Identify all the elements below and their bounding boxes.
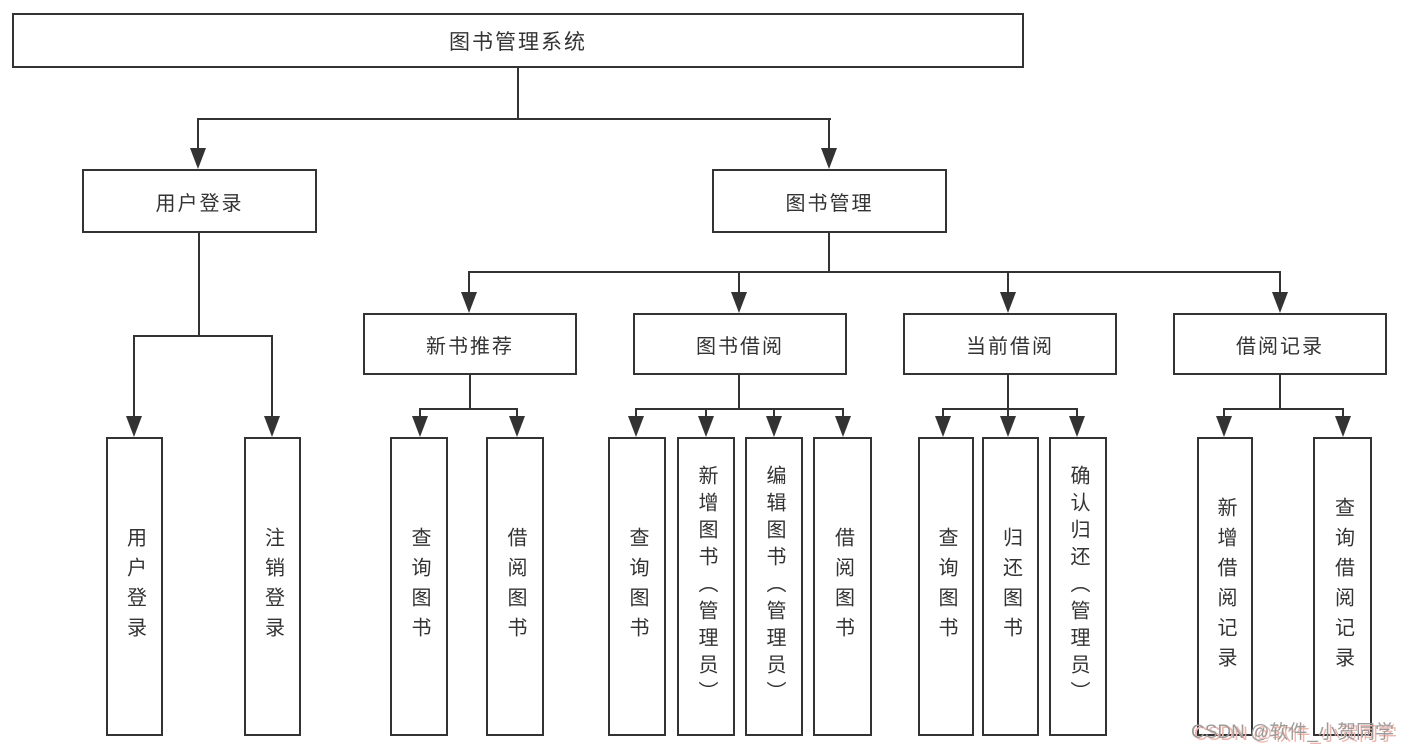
- node-current-borrow: 当前借阅: [903, 313, 1117, 375]
- connector-bb-hbar: [635, 408, 844, 410]
- arrow-rec-borrow: [509, 416, 525, 437]
- leaf-bb-borrow-label: 借阅图书: [831, 526, 854, 647]
- leaf-cb-query: 查询图书: [918, 437, 974, 736]
- node-book-borrow: 图书借阅: [633, 313, 847, 375]
- leaf-bb-add: 新增图书（管理员）: [677, 437, 735, 736]
- arrow-leaf-userlogin: [126, 416, 142, 437]
- node-book-mgmt-label: 图书管理: [785, 192, 874, 215]
- leaf-bb-edit-label: 编辑图书（管理员）: [763, 465, 785, 708]
- node-root-label: 图书管理系统: [449, 30, 587, 54]
- connector-cb-hbar: [942, 408, 1078, 410]
- arrow-cb-confirm: [1069, 416, 1085, 437]
- leaf-cb-confirm-label: 确认归还（管理员）: [1067, 465, 1089, 708]
- arrow-leaf-logout: [264, 416, 280, 437]
- arrow-cb-query: [935, 416, 951, 437]
- connector-recborrow-stem: [516, 408, 518, 418]
- leaf-cb-query-label: 查询图书: [935, 526, 957, 647]
- connector-newrec-down: [469, 375, 471, 410]
- connector-mgmt-stem: [828, 118, 830, 149]
- connector-br-down: [1279, 375, 1281, 410]
- leaf-rec-query: 查询图书: [390, 437, 448, 736]
- connector-root-hbar: [197, 118, 831, 120]
- connector-cb-down: [1007, 375, 1009, 410]
- arrow-bb-query: [628, 416, 644, 437]
- arrow-rec-query: [412, 416, 428, 437]
- connector-records-stem: [1279, 271, 1281, 293]
- arrow-bb-add: [698, 416, 714, 437]
- leaf-logout: 注销登录: [244, 437, 301, 736]
- leaf-rec-borrow: 借阅图书: [486, 437, 544, 736]
- connector-mgmt-hbar: [468, 271, 1281, 273]
- connector-current-stem: [1007, 271, 1009, 293]
- connector-cbquery-stem: [942, 408, 944, 418]
- node-book-borrow-label: 图书借阅: [696, 335, 784, 358]
- connector-newrec-hbar: [419, 408, 518, 410]
- leaf-logout-label: 注销登录: [261, 526, 284, 647]
- connector-bradd-stem: [1223, 408, 1225, 418]
- arrow-bb-edit: [766, 416, 782, 437]
- leaf-user-login-label: 用户登录: [123, 526, 146, 647]
- arrow-bb-borrow: [835, 416, 851, 437]
- connector-bbquery-stem: [635, 408, 637, 418]
- leaf-bb-add-label: 新增图书（管理员）: [695, 465, 717, 708]
- connector-brquery-stem: [1342, 408, 1344, 418]
- node-new-rec-label: 新书推荐: [426, 335, 514, 358]
- connector-br-hbar: [1223, 408, 1344, 410]
- leaf-user-login: 用户登录: [106, 437, 163, 736]
- connector-newrec-stem: [468, 271, 470, 293]
- leaf-bb-query: 查询图书: [608, 437, 666, 736]
- leaf-br-add: 新增借阅记录: [1197, 437, 1253, 736]
- connector-recquery-stem: [419, 408, 421, 418]
- connector-bbadd-stem: [705, 408, 707, 418]
- leaf-cb-return-label: 归还图书: [999, 526, 1022, 647]
- leaf-rec-borrow-label: 借阅图书: [504, 526, 526, 647]
- arrow-borrow-records: [1272, 292, 1288, 313]
- arrow-user-login: [190, 148, 206, 169]
- node-user-login: 用户登录: [82, 169, 317, 233]
- leaf-br-add-label: 新增借阅记录: [1214, 496, 1236, 677]
- node-user-login-label: 用户登录: [155, 192, 244, 215]
- connector-user-down: [198, 233, 200, 336]
- leaf-cb-return: 归还图书: [982, 437, 1039, 736]
- connector-user-stem: [197, 118, 199, 149]
- arrow-br-query: [1335, 416, 1351, 437]
- connector-cbconfirm-stem: [1076, 408, 1078, 418]
- leaf-br-query-label: 查询借阅记录: [1331, 496, 1354, 677]
- connector-leaf-logout-stem: [271, 335, 273, 417]
- leaf-cb-confirm: 确认归还（管理员）: [1049, 437, 1107, 736]
- leaf-bb-query-label: 查询图书: [626, 526, 648, 647]
- arrow-current-borrow: [1000, 292, 1016, 313]
- node-book-mgmt: 图书管理: [712, 169, 947, 233]
- leaf-br-query: 查询借阅记录: [1313, 437, 1372, 736]
- leaf-rec-query-label: 查询图书: [408, 526, 430, 647]
- arrow-book-mgmt: [821, 148, 837, 169]
- arrow-new-rec: [461, 292, 477, 313]
- node-current-borrow-label: 当前借阅: [966, 335, 1054, 358]
- leaf-bb-borrow: 借阅图书: [813, 437, 872, 736]
- connector-user-hbar: [133, 335, 273, 337]
- connector-mgmt-down: [828, 233, 830, 272]
- node-borrow-records-label: 借阅记录: [1236, 335, 1324, 358]
- arrow-cb-return: [1000, 416, 1016, 437]
- connector-bbedit-stem: [773, 408, 775, 418]
- connector-bbborrow-stem: [842, 408, 844, 418]
- node-borrow-records: 借阅记录: [1173, 313, 1387, 375]
- connector-root-stem: [517, 68, 519, 119]
- arrow-book-borrow: [731, 292, 747, 313]
- csdn-watermark: CSDN @软件_小贺同学: [1191, 722, 1394, 743]
- node-new-rec: 新书推荐: [363, 313, 577, 375]
- connector-leaf-userlogin-stem: [133, 335, 135, 417]
- connector-bb-down: [738, 375, 740, 410]
- connector-bookborrow-stem: [738, 271, 740, 293]
- leaf-bb-edit: 编辑图书（管理员）: [745, 437, 803, 736]
- connector-cbreturn-stem: [1007, 408, 1009, 418]
- node-root: 图书管理系统: [12, 13, 1024, 68]
- arrow-br-add: [1216, 416, 1232, 437]
